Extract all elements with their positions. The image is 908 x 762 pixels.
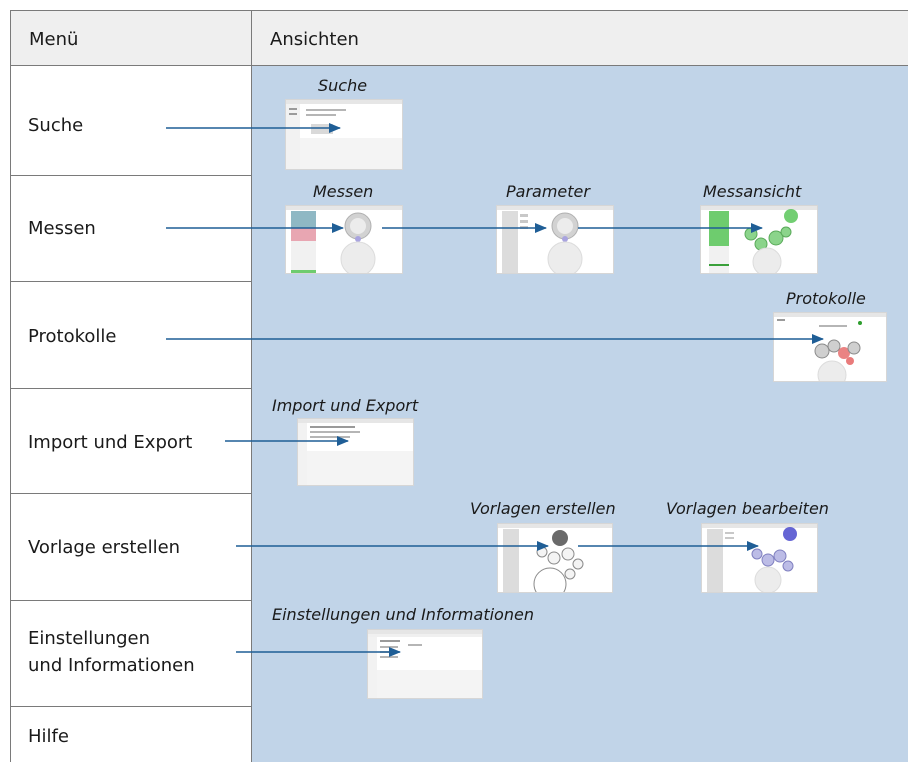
menu-item-label: Vorlage erstellen bbox=[28, 537, 181, 558]
view-caption-einstellungen: Einstellungen und Informationen bbox=[272, 605, 534, 624]
thumbnail-parameter[interactable] bbox=[496, 205, 614, 274]
menu-item-label: Messen bbox=[28, 218, 96, 239]
thumbnail-messansicht[interactable] bbox=[700, 205, 818, 274]
menu-item-label-line1: Einstellungen bbox=[28, 628, 151, 649]
menu-item-vorlage-erstellen[interactable]: Vorlage erstellen bbox=[11, 494, 251, 601]
views-column-header: Ansichten bbox=[252, 10, 908, 66]
thumbnail-protokolle[interactable] bbox=[773, 312, 887, 382]
thumbnail-einstellungen-graphic bbox=[368, 630, 482, 698]
thumbnail-messen-graphic bbox=[286, 206, 402, 273]
menu-column-header: Menü bbox=[10, 10, 252, 66]
thumbnail-vorlagen-erstellen[interactable] bbox=[497, 523, 613, 593]
menu-item-messen[interactable]: Messen bbox=[11, 176, 251, 282]
menu-item-import-export[interactable]: Import und Export bbox=[11, 389, 251, 494]
menu-column: Suche Messen Protokolle Import und Expor… bbox=[10, 66, 252, 762]
view-caption-vorlagen-bearbeiten: Vorlagen bearbeiten bbox=[666, 499, 829, 518]
thumbnail-vorlagen-erstellen-graphic bbox=[498, 524, 612, 592]
thumbnail-einstellungen[interactable] bbox=[367, 629, 483, 699]
thumbnail-vorlagen-bearbeiten-graphic bbox=[702, 524, 817, 592]
view-caption-protokolle: Protokolle bbox=[786, 289, 866, 308]
view-caption-vorlagen-erstellen: Vorlagen erstellen bbox=[470, 499, 616, 518]
menu-item-label-line2: und Informationen bbox=[28, 655, 195, 676]
view-caption-suche: Suche bbox=[318, 76, 368, 95]
thumbnail-suche-graphic bbox=[286, 100, 402, 169]
menu-item-suche[interactable]: Suche bbox=[11, 66, 251, 176]
menu-item-protokolle[interactable]: Protokolle bbox=[11, 282, 251, 389]
thumbnail-protokolle-graphic bbox=[774, 313, 886, 381]
views-header-label: Ansichten bbox=[270, 29, 359, 50]
views-panel bbox=[252, 66, 908, 762]
menu-item-label: Suche bbox=[28, 115, 84, 136]
thumbnail-suche[interactable] bbox=[285, 99, 403, 170]
menu-header-label: Menü bbox=[29, 29, 79, 50]
menu-item-label: Import und Export bbox=[28, 432, 193, 453]
thumbnail-import-export-graphic bbox=[298, 419, 413, 485]
thumbnail-vorlagen-bearbeiten[interactable] bbox=[701, 523, 818, 593]
thumbnail-parameter-graphic bbox=[497, 206, 613, 273]
menu-item-einstellungen[interactable]: Einstellungen und Informationen bbox=[11, 601, 251, 707]
menu-item-label: Hilfe bbox=[28, 726, 69, 747]
thumbnail-import-export[interactable] bbox=[297, 418, 414, 486]
view-caption-messen: Messen bbox=[313, 182, 374, 201]
view-caption-messansicht: Messansicht bbox=[703, 182, 802, 201]
menu-item-label: Protokolle bbox=[28, 326, 117, 347]
menu-item-hilfe[interactable]: Hilfe bbox=[11, 707, 251, 762]
view-caption-import-export: Import und Export bbox=[272, 396, 419, 415]
view-caption-parameter: Parameter bbox=[506, 182, 590, 201]
thumbnail-messen[interactable] bbox=[285, 205, 403, 274]
